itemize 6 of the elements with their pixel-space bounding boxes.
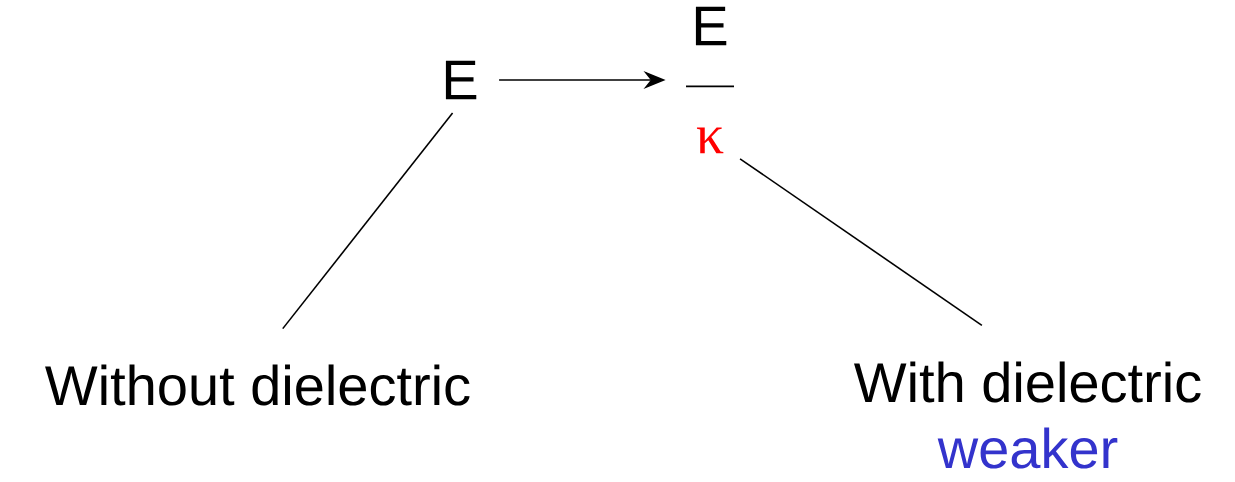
leader-line (281, 112, 454, 330)
leader-line (739, 158, 983, 327)
math-symbol: E (445, 60, 477, 100)
text-label: Without dielectric (45, 364, 470, 406)
text-label: With dielectric weaker (854, 361, 1201, 469)
fraction: E κ (685, 6, 735, 154)
